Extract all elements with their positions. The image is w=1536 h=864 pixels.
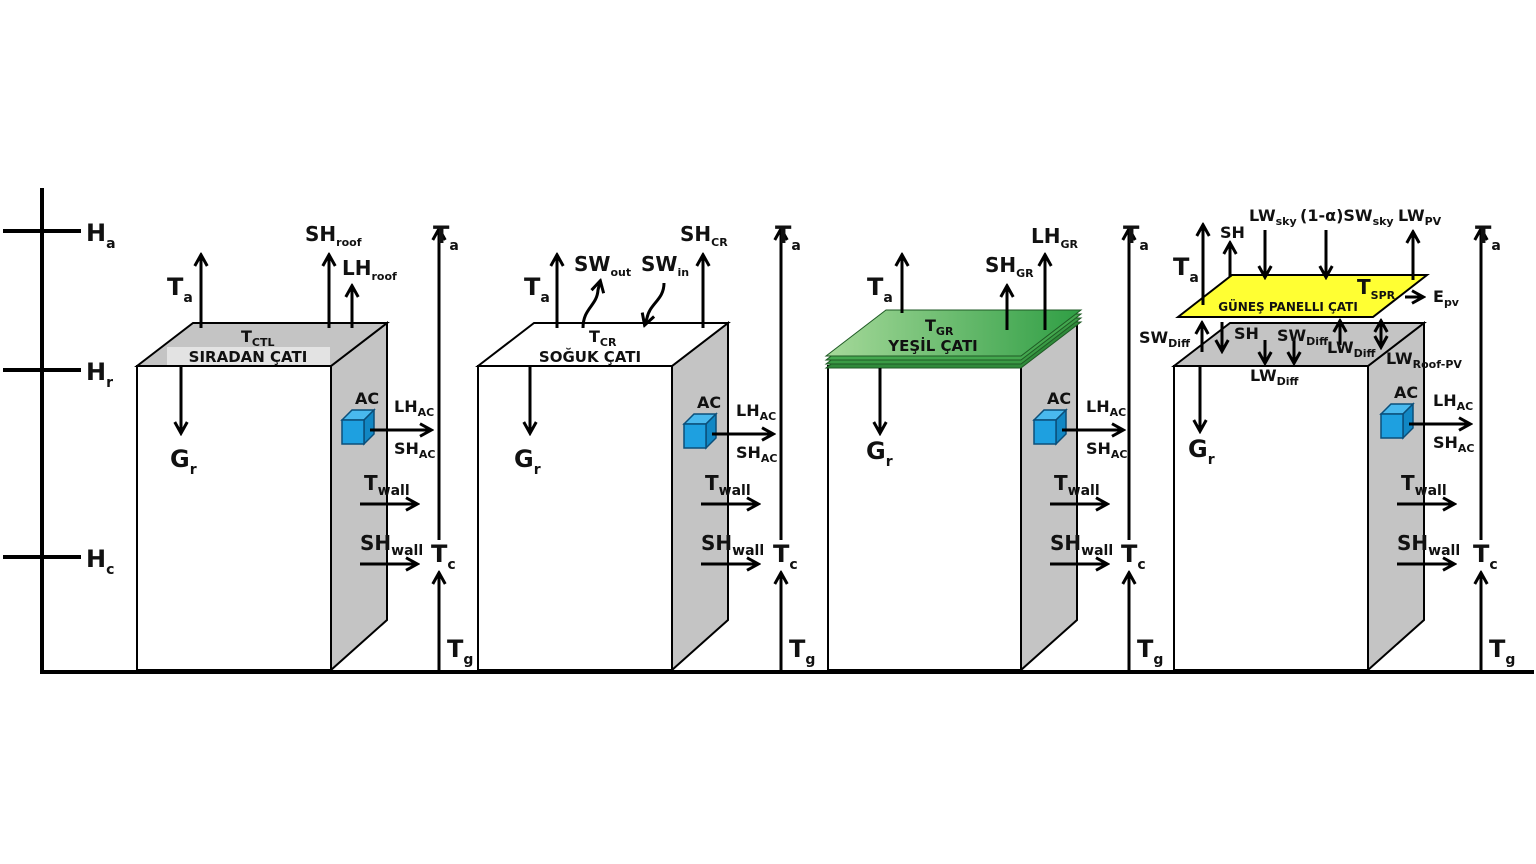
flux-lw-diff-bottom: LWDiff (1250, 366, 1299, 388)
label-t-c: Tc (1121, 540, 1146, 573)
label-t-a: Ta (1123, 221, 1149, 254)
building-front-wall (827, 365, 1022, 671)
flux-sh-wall: SHwall (1050, 531, 1113, 559)
ac-unit-icon (1379, 402, 1415, 440)
flux-sh-wall: SHwall (1397, 531, 1460, 559)
building-cool: SOĞUK ÇATI TCR Ta SWout SWin SHCR Gr (475, 222, 731, 673)
ac-unit-icon (682, 412, 718, 450)
ac-unit-icon (1032, 408, 1068, 446)
roof-temp-label: TGR (925, 316, 954, 338)
flux-sw-diff-left: SWDiff (1139, 328, 1190, 350)
ac-unit-icon (340, 408, 376, 446)
flux-lh-gr: LHGR (1031, 224, 1079, 251)
roof-title-bg (167, 347, 330, 365)
flux-lw-diff-right: LWDiff (1327, 338, 1376, 360)
label-t-g: Tg (1489, 635, 1515, 668)
flux-e-pv: Epv (1433, 287, 1460, 309)
flux-t-wall: Twall (1401, 471, 1447, 499)
flux-sh-roof: SHroof (305, 222, 362, 249)
building-front-wall (136, 365, 332, 671)
flux-lh-ac: LHAC (1086, 397, 1126, 419)
flux-t-wall: Twall (1054, 471, 1100, 499)
building-front-wall (1173, 365, 1369, 671)
pv-panel (1175, 274, 1430, 318)
flux-lh-ac: LHAC (394, 397, 434, 419)
flux-ta: Ta (1173, 253, 1199, 286)
roof-title: GÜNEŞ PANELLI ÇATI (1218, 299, 1358, 314)
height-axis: Ha Hr Hc (3, 188, 1534, 674)
roof-temp-label: TCTL (241, 327, 275, 349)
arrow-sw-in (645, 282, 666, 324)
ac-label: AC (1047, 389, 1071, 408)
flux-sh-cr: SHCR (680, 222, 728, 249)
flux-sw-sky: (1-α)SWsky (1300, 206, 1394, 228)
label-hc: Hc (86, 545, 114, 578)
flux-sh-ac: SHAC (1433, 433, 1475, 455)
label-t-c: Tc (1473, 540, 1498, 573)
flux-lh-ac: LHAC (1433, 391, 1473, 413)
flux-t-wall: Twall (364, 471, 410, 499)
roof-title: SOĞUK ÇATI (539, 347, 641, 366)
roof-temp-label: TCR (589, 327, 617, 349)
roof-title: YEŞİL ÇATI (887, 336, 978, 355)
label-t-a: Ta (775, 221, 801, 254)
flux-sh-wall: SHwall (360, 531, 423, 559)
label-ha: Ha (86, 219, 116, 252)
flux-sh-ac: SHAC (1086, 439, 1128, 461)
label-t-c: Tc (773, 540, 798, 573)
flux-lh-ac: LHAC (736, 401, 776, 423)
flux-lw-pv: LWPV (1398, 206, 1442, 228)
flux-sh-gr: SHGR (985, 253, 1034, 280)
label-t-g: Tg (447, 635, 473, 668)
roof-title: SIRADAN ÇATI (189, 348, 308, 366)
flux-gr: Gr (170, 445, 197, 478)
flux-gr: Gr (514, 445, 541, 478)
flux-sh: SH (1220, 223, 1245, 242)
flux-sw-diff-mid: SWDiff (1277, 326, 1328, 348)
flux-sw-in: SWin (641, 252, 689, 279)
building-green: YEŞİL ÇATI TGR Ta SHGR LHGR Gr (824, 224, 1083, 673)
flux-sh-under: SH (1234, 324, 1259, 343)
label-t-c: Tc (431, 540, 456, 573)
label-t-g: Tg (1137, 635, 1163, 668)
flux-ta: Ta (167, 273, 193, 306)
building-conventional: SIRADAN ÇATI TCTL Ta SHroof LHroof Gr (134, 222, 397, 673)
building-front-wall (477, 365, 673, 671)
flux-ta: Ta (524, 273, 550, 306)
flux-gr: Gr (1188, 435, 1215, 468)
ac-label: AC (1394, 383, 1418, 402)
flux-sw-out: SWout (574, 252, 631, 279)
flux-sh-wall: SHwall (701, 531, 764, 559)
flux-sh-ac: SHAC (394, 439, 436, 461)
ac-label: AC (355, 389, 379, 408)
label-t-a: Ta (1475, 221, 1501, 254)
flux-lh-roof: LHroof (342, 256, 397, 283)
flux-lw-sky: LWsky (1249, 206, 1297, 228)
arrow-sw-out (581, 282, 600, 329)
flux-ta: Ta (867, 273, 893, 306)
label-t-a: Ta (433, 221, 459, 254)
roof-temp-label: TSPR (1357, 275, 1396, 302)
building-pv: GÜNEŞ PANELLI ÇATI TSPR Ta SH LWsky (1-α… (1139, 206, 1462, 673)
ac-label: AC (697, 393, 721, 412)
flux-sh-ac: SHAC (736, 443, 778, 465)
flux-t-wall: Twall (705, 471, 751, 499)
label-t-g: Tg (789, 635, 815, 668)
roof-green (824, 309, 1083, 369)
label-hr: Hr (86, 358, 113, 391)
flux-lw-roof-pv: LWRoof-PV (1386, 349, 1462, 371)
flux-gr: Gr (866, 437, 893, 470)
